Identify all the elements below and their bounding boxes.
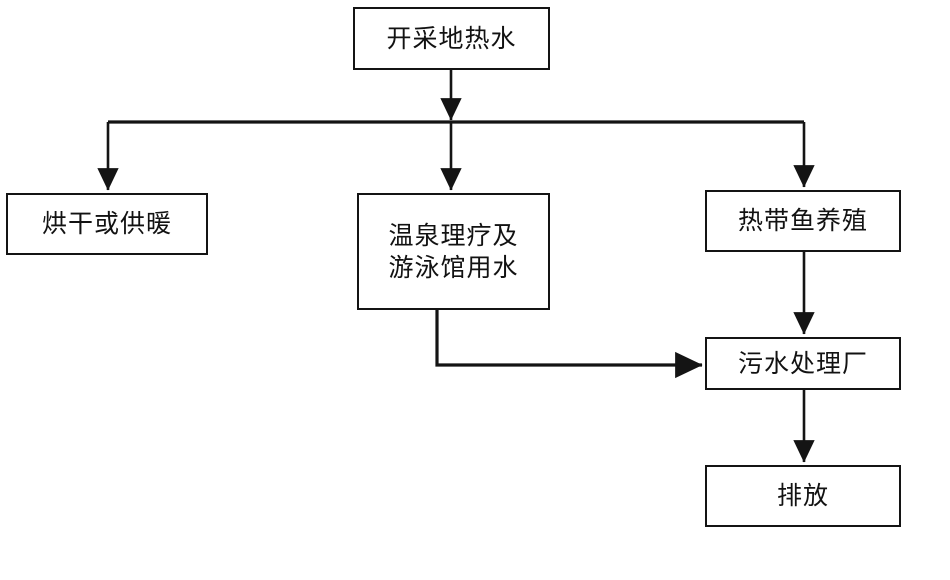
- node-drying-heating[interactable]: 烘干或供暖: [6, 193, 208, 255]
- node-tropical-fish[interactable]: 热带鱼养殖: [705, 190, 901, 252]
- node-spa-pool[interactable]: 温泉理疗及 游泳馆用水: [357, 193, 550, 310]
- node-tropical-fish-label: 热带鱼养殖: [737, 206, 868, 235]
- node-spa-pool-label: 温泉理疗及 游泳馆用水: [388, 220, 519, 282]
- node-discharge[interactable]: 排放: [705, 465, 901, 527]
- node-discharge-label: 排放: [776, 481, 829, 510]
- node-wastewater-plant-label: 污水处理厂: [737, 348, 868, 378]
- connector-spa-to-plant: [435, 310, 703, 379]
- node-extract-label: 开采地热水: [386, 23, 517, 53]
- node-extract[interactable]: 开采地热水: [353, 7, 550, 70]
- node-wastewater-plant[interactable]: 污水处理厂: [705, 337, 901, 390]
- node-drying-heating-label: 烘干或供暖: [41, 209, 172, 238]
